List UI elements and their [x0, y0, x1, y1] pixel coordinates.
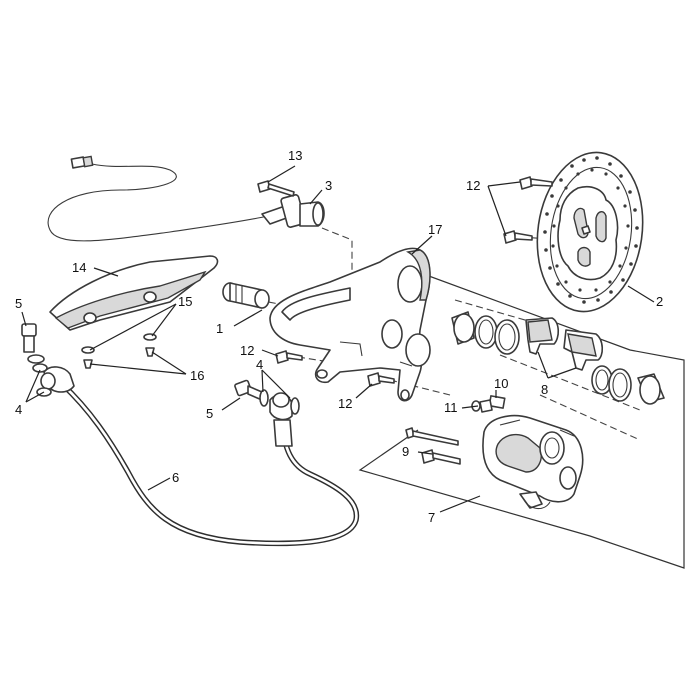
callout-9: 9: [402, 444, 409, 459]
callout-11: 11: [444, 400, 458, 415]
bleed-screw: [471, 395, 506, 413]
callout-16: 16: [190, 368, 204, 383]
callout-5-right: 5: [206, 406, 213, 421]
callout-12-bracket-upper: 12: [240, 343, 254, 358]
leader-lines: [21, 165, 655, 513]
sensor-screw: [257, 180, 295, 197]
callout-8: 8: [541, 382, 548, 397]
callout-2: 2: [656, 294, 663, 309]
caliper-pistons-and-seals: [451, 311, 665, 405]
speed-sensor: [261, 194, 325, 228]
caliper-assembly-box: [358, 271, 685, 569]
pad-pin: [405, 427, 461, 465]
callout-14: 14: [72, 260, 86, 275]
brake-pads: [525, 317, 604, 371]
banjo-bolt-right: [234, 379, 300, 415]
guard-fasteners: [81, 333, 157, 369]
callout-13: 13: [288, 148, 302, 163]
brake-hose: [40, 366, 360, 547]
callout-10: 10: [494, 376, 508, 391]
caliper-body: [482, 414, 584, 510]
callout-4-left: 4: [15, 402, 22, 417]
callout-4-right: 4: [256, 357, 263, 372]
callout-17: 17: [428, 222, 442, 237]
callout-12-bracket-lower: 12: [338, 396, 352, 411]
callout-1: 1: [216, 321, 223, 336]
callout-labels: 1 2 3 4 4 5 5 6 7 8 9 10 11 12 12 12 13 …: [15, 148, 663, 525]
disc-screws: [503, 176, 591, 244]
caliper-pin: [222, 282, 270, 309]
caliper-bracket: [269, 247, 431, 402]
callout-7: 7: [428, 510, 435, 525]
callout-5-left: 5: [15, 296, 22, 311]
speed-sensor-cable: [47, 155, 269, 242]
bracket-screw-lower: [367, 372, 395, 387]
chain-guard: [49, 255, 219, 331]
callout-15: 15: [178, 294, 192, 309]
callout-3: 3: [325, 178, 332, 193]
bracket-screw-upper: [275, 350, 303, 364]
callout-12-disc: 12: [466, 178, 480, 193]
callout-6: 6: [172, 470, 179, 485]
